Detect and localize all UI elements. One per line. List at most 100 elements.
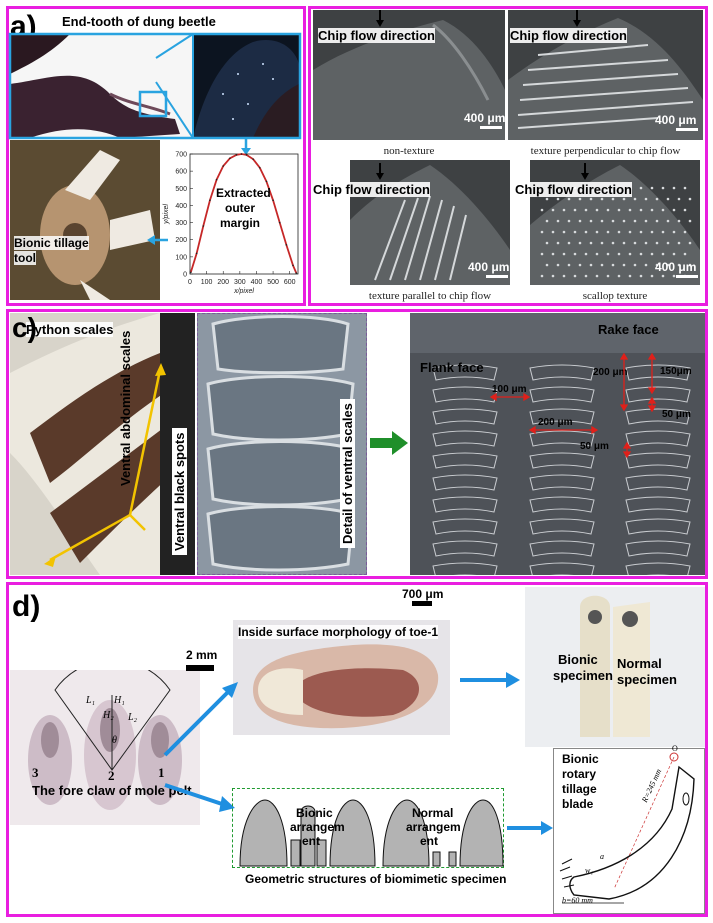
scallop-dot xyxy=(639,252,643,256)
scallop-dot xyxy=(661,274,665,278)
scallop-dot xyxy=(622,219,626,223)
scallop-dot xyxy=(551,252,555,256)
arrow-down-margin xyxy=(241,138,251,155)
scale-texture-unit xyxy=(529,562,595,575)
margin-point xyxy=(245,154,248,156)
rake-face-label: Rake face xyxy=(598,322,659,337)
scallop-dot xyxy=(606,208,610,212)
flank-face-label: Flank face xyxy=(420,360,484,375)
scallop-dot xyxy=(650,230,654,234)
scallop-dot xyxy=(589,219,593,223)
beetle-photo xyxy=(10,34,193,138)
scallop-dot xyxy=(540,230,544,234)
y-tick-label: 400 xyxy=(175,203,187,210)
scallop-dot xyxy=(683,230,687,234)
scallop-dot xyxy=(650,208,654,212)
extracted-label-3: margin xyxy=(220,216,261,230)
y-tick-label: 200 xyxy=(175,237,187,244)
scale-texture-unit xyxy=(529,430,595,447)
scallop-dot xyxy=(683,186,687,190)
scallop-dot xyxy=(655,197,659,201)
chip-flow-2: Chip flow direction xyxy=(510,28,627,43)
scale-text-3: 400 μm xyxy=(468,260,510,274)
scale-texture-unit xyxy=(432,518,498,535)
margin-point xyxy=(202,225,205,227)
scallop-dot xyxy=(666,263,670,267)
margin-point xyxy=(278,221,281,224)
scallop-dot xyxy=(578,263,582,267)
scallop-dot xyxy=(606,252,610,256)
scallop-dot xyxy=(600,197,604,201)
scallop-dot xyxy=(595,252,599,256)
scallop-dot xyxy=(683,208,687,212)
scallop-dot xyxy=(628,208,632,212)
scale-texture-unit xyxy=(432,364,498,381)
mole-claw-photo xyxy=(10,670,200,825)
chip-flow-arrow-3 xyxy=(376,163,384,180)
bionic-tillage-label-2: tool xyxy=(14,251,36,265)
margin-point xyxy=(195,252,198,255)
y-tick-label: 600 xyxy=(175,169,187,176)
scallop-dot xyxy=(672,230,676,234)
scale-texture-unit xyxy=(625,540,691,557)
red-dimension-arrows xyxy=(489,352,657,459)
scale-text-1: 400 μm xyxy=(464,111,506,125)
beetle-zoom-photo xyxy=(193,34,299,138)
claw-l1: L₁ xyxy=(86,695,96,706)
margin-series-line xyxy=(189,153,298,274)
dim-100: 100 μm xyxy=(492,384,527,395)
scallop-dot xyxy=(644,219,648,223)
claw-h2: H₂ xyxy=(103,710,114,721)
scallop-dot xyxy=(589,197,593,201)
panel-c-label: c) xyxy=(12,312,37,343)
y-tick-label: 0 xyxy=(183,272,187,279)
scallop-dot xyxy=(551,274,555,278)
chip-flow-arrow-4 xyxy=(581,163,589,180)
green-arrow xyxy=(370,431,408,455)
scallop-dot xyxy=(573,208,577,212)
claw-num-2: 2 xyxy=(108,768,115,783)
scallop-dot xyxy=(644,241,648,245)
scallop-dot xyxy=(617,230,621,234)
claw-num-3: 3 xyxy=(32,765,39,780)
scallop-dot xyxy=(595,208,599,212)
scallop-dot xyxy=(595,230,599,234)
detail-ventral-label: Detail of ventral scales xyxy=(340,399,355,548)
claw-caption: The fore claw of mole pelt xyxy=(32,783,192,798)
scale-text-4: 400 μm xyxy=(655,260,697,274)
bionic-arrangement-2: arrangem xyxy=(290,820,345,834)
scallop-dot xyxy=(633,197,637,201)
margin-point xyxy=(272,199,274,202)
scallop-dot xyxy=(639,274,643,278)
scallop-dot xyxy=(666,241,670,245)
margin-point xyxy=(295,272,298,274)
scallop-dot xyxy=(595,274,599,278)
scallop-dot xyxy=(556,241,560,245)
scallop-dot xyxy=(545,263,549,267)
scallop-dot xyxy=(677,219,681,223)
scale-texture-unit xyxy=(625,452,691,469)
scallop-dot xyxy=(551,208,555,212)
plot-frame xyxy=(189,153,299,275)
scallop-dot xyxy=(540,252,544,256)
scallop-dot xyxy=(611,241,615,245)
scallop-dot xyxy=(639,230,643,234)
scallop-dot xyxy=(633,263,637,267)
arrow-tool xyxy=(147,235,168,245)
scallop-dot xyxy=(540,208,544,212)
scallop-dot xyxy=(644,263,648,267)
margin-point xyxy=(292,264,294,267)
scallop-dot xyxy=(688,197,692,201)
blade-title-1: Bionic xyxy=(562,752,599,766)
bionic-arrangement-3: ent xyxy=(302,834,320,848)
margin-point xyxy=(235,154,238,156)
scale-texture-unit xyxy=(432,562,498,575)
scallop-dot xyxy=(600,241,604,245)
x-tick-label: 100 xyxy=(201,279,213,286)
margin-point xyxy=(265,180,268,183)
scallop-dot xyxy=(573,274,577,278)
margin-point xyxy=(215,178,218,181)
x-tick-label: 400 xyxy=(251,279,263,286)
scallop-dot xyxy=(661,186,665,190)
scale-texture-unit xyxy=(625,364,691,381)
